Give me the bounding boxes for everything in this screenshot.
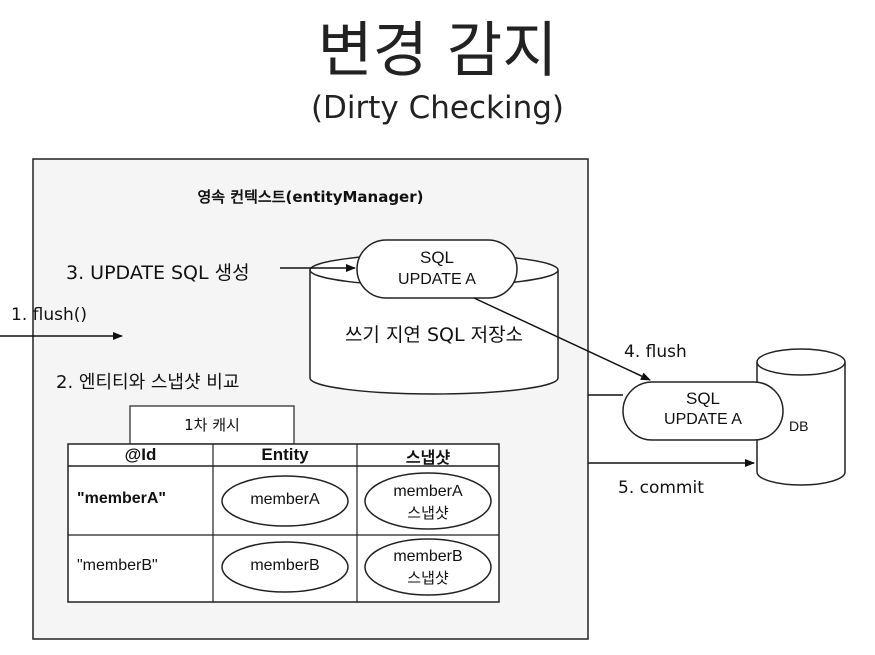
cache-header-id: @Id [124,445,157,464]
db-sql-line2: UPDATE A [664,411,742,428]
cache-row-id-memberb: "memberB" [77,557,158,574]
generate-update-sql-step: 3. UPDATE SQL 생성 [66,262,250,284]
write-behind-store-label: 쓰기 지연 SQL 저장소 [344,324,524,346]
cache-row-snapshot-membera-line1: memberA [393,483,463,500]
db-label: DB [789,418,809,434]
cache-row-snapshot-memberb-line2: 스냅샷 [407,569,449,587]
cache-row-id-membera: "memberA" [77,490,166,507]
pending-sql-pill [356,239,518,299]
snapshot-ellipse-memberb [364,538,492,596]
cache-header-entity: Entity [261,445,309,464]
persistence-context-label: 영속 컨텍스트(entityManager) [197,188,424,206]
cache-row-snapshot-memberb-line1: memberB [393,548,463,565]
pending-sql-line1: SQL [419,248,455,267]
first-level-cache-label: 1차 캐시 [184,416,240,434]
page-title: 변경 감지 [317,16,558,86]
entity-ellipse-membera [221,475,349,527]
flush-call-step: 1. flush() [11,305,88,325]
cache-row-snapshot-membera-line2: 스냅샷 [407,504,449,522]
first-level-cache-tab [129,405,295,445]
db-cylinder [756,348,846,486]
page-subtitle: (Dirty Checking) [310,90,565,126]
db-sql-line1: SQL [685,389,721,408]
pending-sql-line2: UPDATE A [398,271,476,288]
snapshot-ellipse-membera [364,472,492,530]
cache-row-entity-membera: memberA [250,491,320,508]
cache-header-snapshot: 스냅샷 [405,448,451,467]
commit-step: 5. commit [618,478,704,498]
compare-step: 2. 엔티티와 스냅샷 비교 [56,372,240,393]
db-sql-pill [622,381,784,441]
cache-row-entity-memberb: memberB [250,557,320,574]
flush-step: 4. flush [624,342,687,362]
entity-ellipse-memberb [221,541,349,593]
flush-to-db-arrow [473,297,651,381]
